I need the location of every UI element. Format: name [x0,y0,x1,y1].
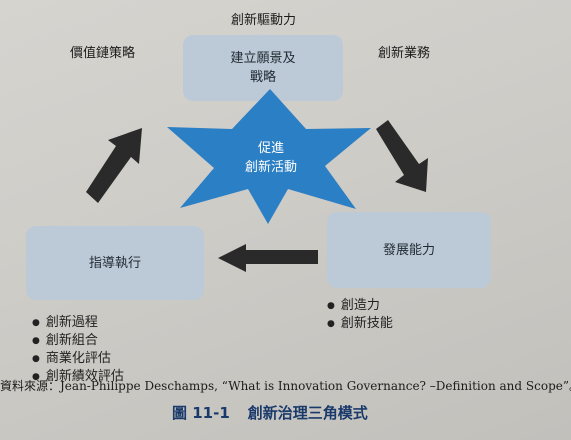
box-vision-strategy: 建立願景及 戰略 [183,35,343,101]
box-vision-line2: 戰略 [249,70,276,85]
source-note: 資料來源：Jean-Philippe Deschamps, “What is I… [0,379,571,393]
box-develop-label: 發展能力 [382,242,435,258]
box-guide-execution: 指導執行 [26,226,204,300]
figure-title: 創新治理三角模式 [247,404,368,422]
left-bullet-list: 創新過程 創新組合 商業化評估 創新績效評估 [32,314,124,386]
arrow-down-right [376,120,428,192]
list-item: 創新組合 [32,332,124,350]
right-bullet-list: 創造力 創新技能 [327,297,393,333]
list-item: 創新績效評估 [32,368,124,386]
list-item: 創造力 [327,297,393,315]
label-innovation-drivers: 創新驅動力 [231,13,297,28]
arrow-left [218,244,318,272]
figure-number: 圖 11-1 [172,404,230,422]
star-line2: 創新活動 [244,160,297,175]
figure-caption: 圖 11-1 創新治理三角模式 [172,402,368,423]
star-line1: 促進 [257,141,284,156]
box-guide-label: 指導執行 [88,255,141,271]
list-item: 創新技能 [327,315,393,333]
list-item: 商業化評估 [32,350,124,368]
label-innovation-business: 創新業務 [378,46,431,61]
label-value-chain-strategy: 價值鏈策略 [70,46,136,61]
star-label: 促進 創新活動 [218,139,324,177]
box-vision-line1: 建立願景及 [230,51,296,66]
box-develop-capability: 發展能力 [327,212,491,288]
list-item: 創新過程 [32,314,124,332]
arrow-up-right [86,128,142,203]
